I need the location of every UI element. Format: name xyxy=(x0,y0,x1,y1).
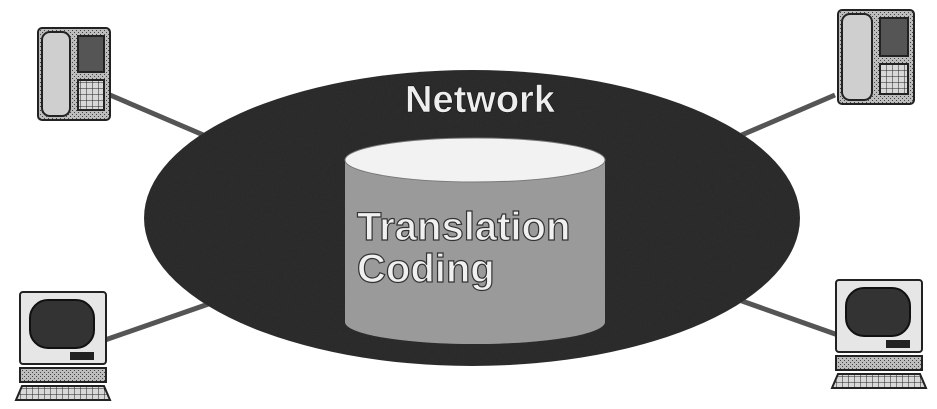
cylinder-top xyxy=(344,137,606,183)
translation-coding-cylinder xyxy=(344,137,606,344)
cylinder-body xyxy=(345,160,605,344)
link-phone-top-left xyxy=(109,92,216,143)
center-label-line-2: Coding xyxy=(357,247,495,291)
telephone-icon xyxy=(37,27,111,121)
link-phone-top-right xyxy=(729,92,836,143)
network-links xyxy=(104,92,839,343)
computer-terminal-icon xyxy=(830,279,928,389)
network-label: Network xyxy=(405,79,556,121)
telephone-icon xyxy=(837,9,915,105)
computer-terminal-icon xyxy=(14,291,112,401)
link-computer-bottom-left xyxy=(104,297,221,343)
link-computer-bottom-right xyxy=(724,292,839,338)
center-label-line-1: Translation xyxy=(357,205,570,249)
